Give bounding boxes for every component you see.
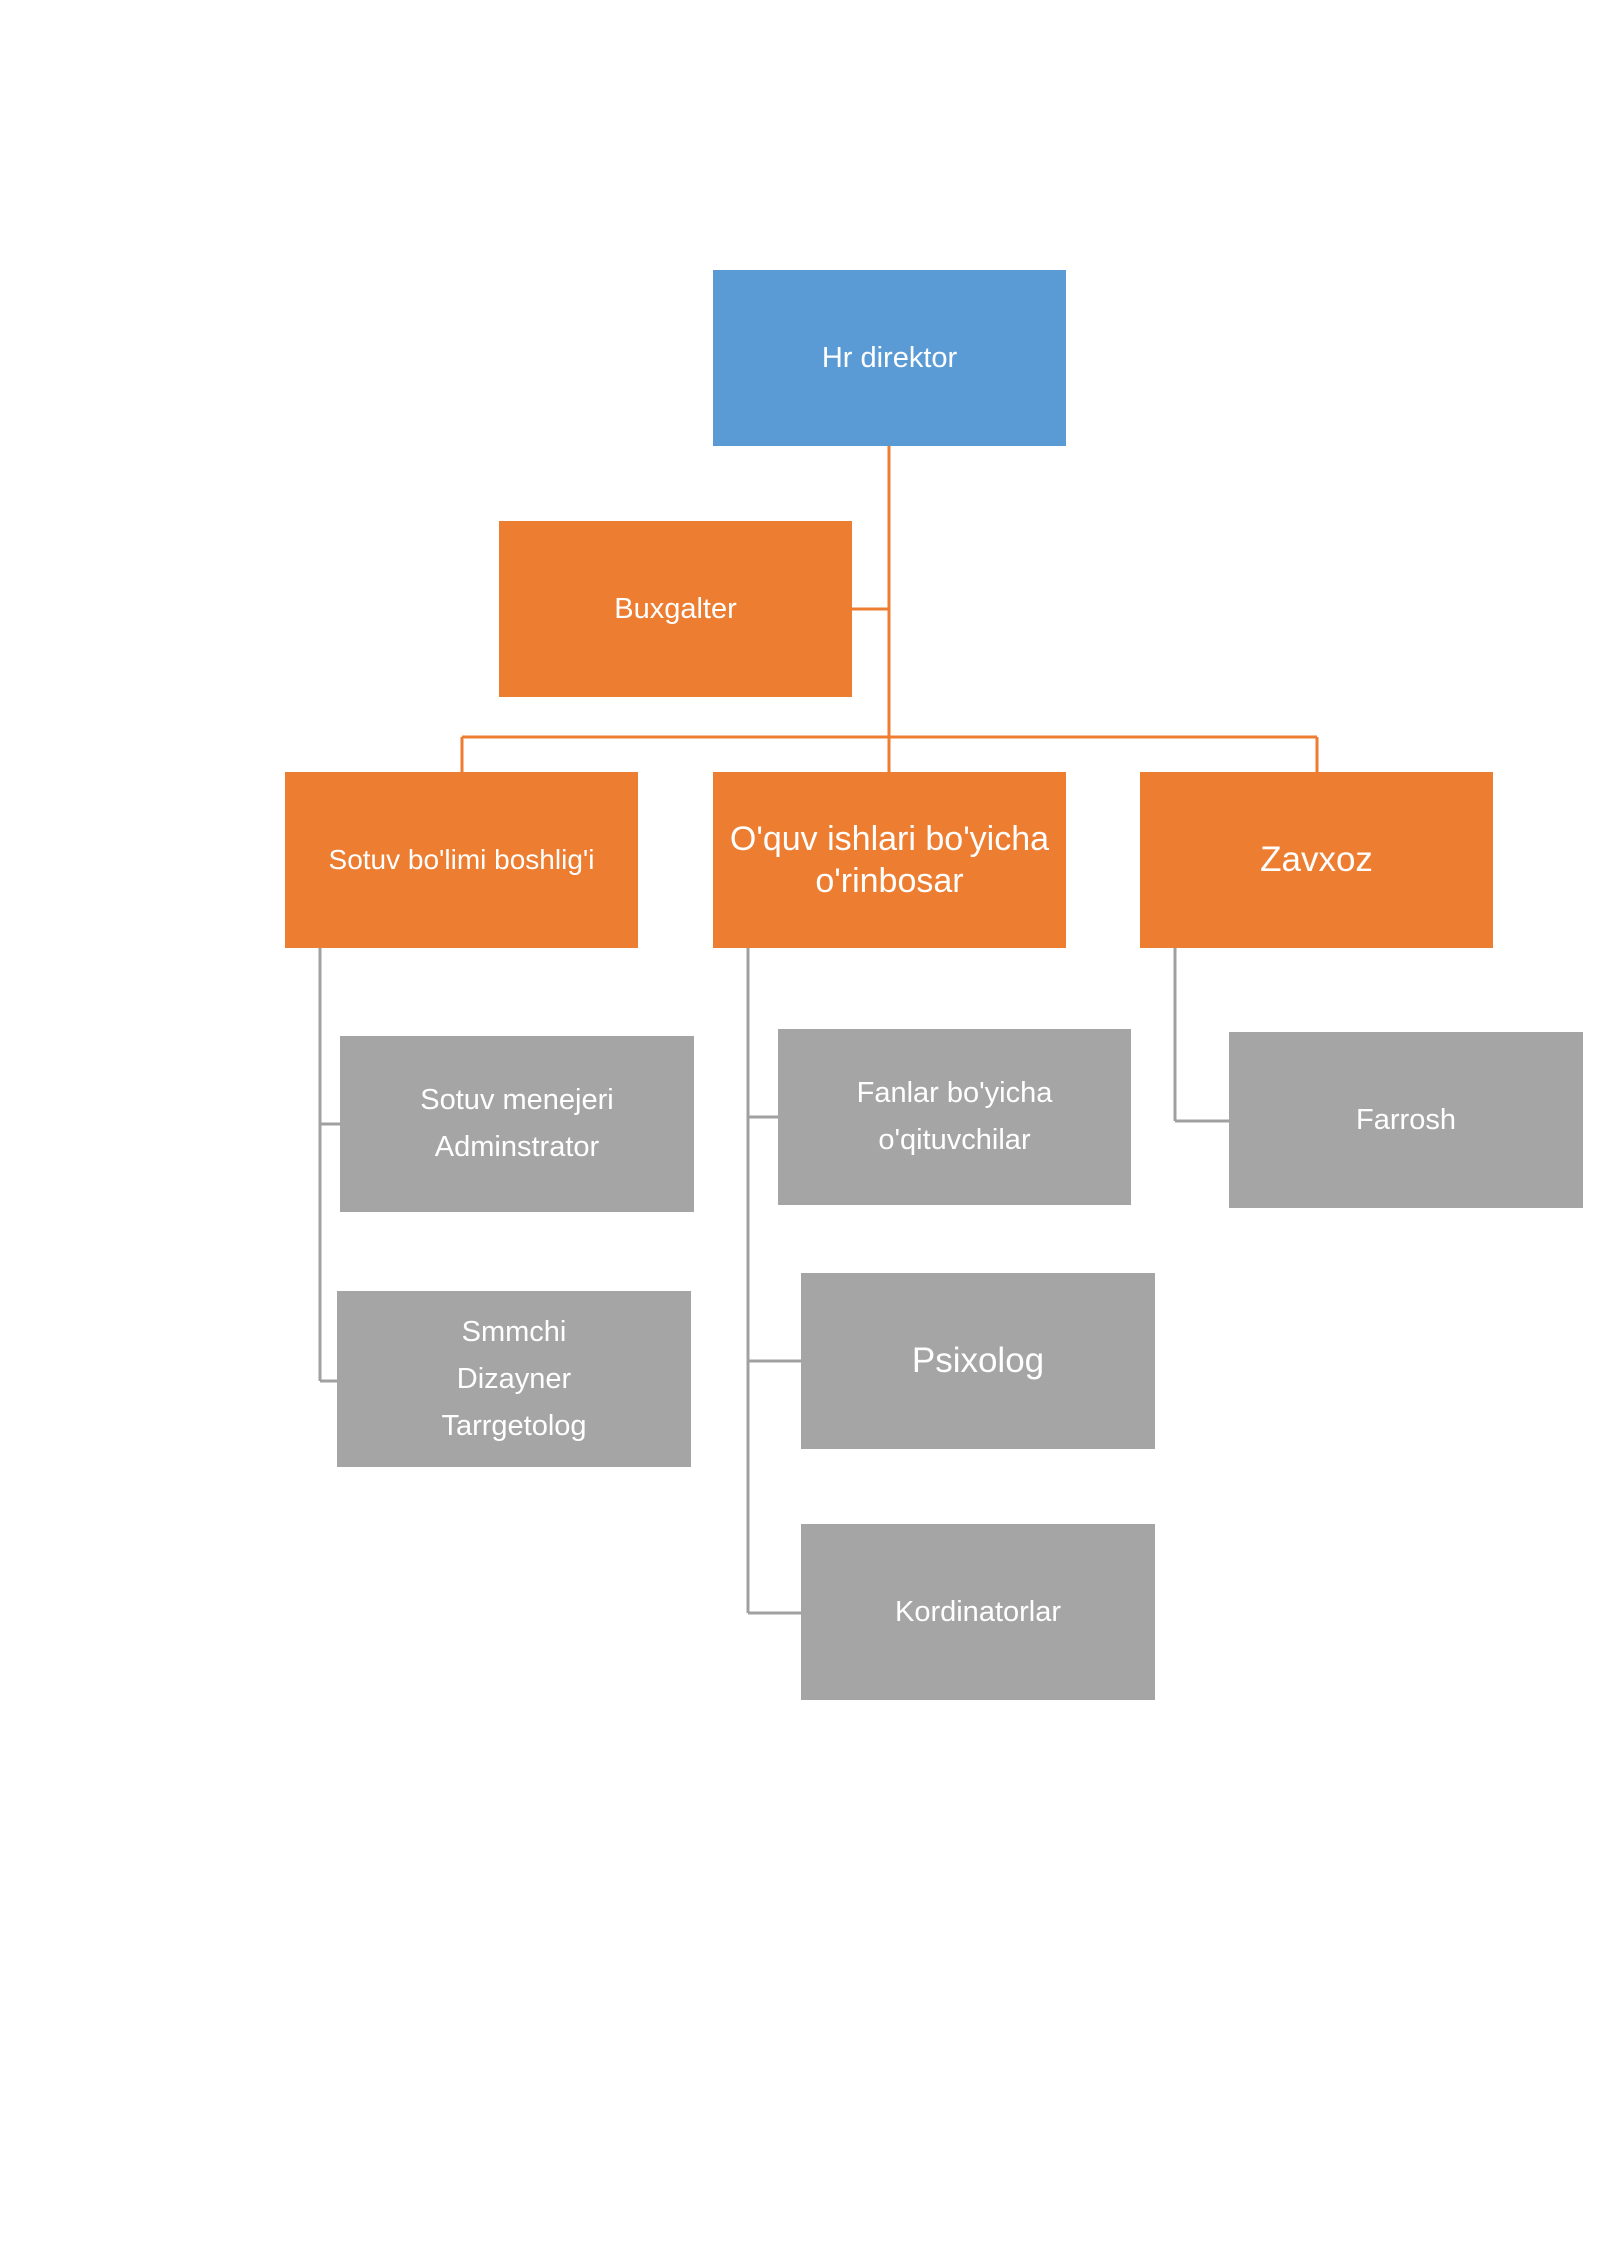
sotuv-bolimi-boshligi-box: Sotuv bo'limi boshlig'i <box>285 772 638 948</box>
farrosh-label: Farrosh <box>1356 1103 1456 1136</box>
sotuv-menejeri-label: Sotuv menejeri <box>420 1084 614 1116</box>
hr-direktor-label: Hr direktor <box>821 341 958 374</box>
manager-connectors <box>460 446 1319 772</box>
kordinatorlar-box: Kordinatorlar <box>801 1524 1155 1700</box>
zavxoz-label: Zavxoz <box>1260 840 1373 879</box>
buxgalter-box: Buxgalter <box>499 521 852 697</box>
buxgalter-label: Buxgalter <box>614 592 737 625</box>
sotuv-bolimi-boshligi-label: Sotuv bo'limi boshlig'i <box>328 844 595 875</box>
hr-direktor-box: Hr direktor <box>713 270 1066 446</box>
tarrgetolog-label: Tarrgetolog <box>441 1409 587 1442</box>
oquv-ishlari-orinbosar-box: O'quv ishlari bo'yicha o'rinbosar <box>713 772 1066 948</box>
psixolog-box: Psixolog <box>801 1273 1155 1449</box>
dizayner-label: Dizayner <box>456 1362 572 1395</box>
fanlar-label-line-2: o'qituvchilar <box>878 1124 1031 1156</box>
farrosh-box: Farrosh <box>1229 1032 1583 1208</box>
fanlar-oqituvchilar-box: Fanlar bo'yicha o'qituvchilar <box>778 1029 1131 1205</box>
adminstrator-label: Adminstrator <box>434 1131 600 1163</box>
fanlar-label-line-1: Fanlar bo'yicha <box>856 1077 1053 1109</box>
kordinatorlar-label: Kordinatorlar <box>894 1595 1062 1628</box>
sotuv-menejeri-box: Sotuv menejeri Adminstrator <box>340 1036 694 1212</box>
smmchi-label: Smmchi <box>461 1315 567 1348</box>
zavxoz-box: Zavxoz <box>1140 772 1493 948</box>
oquv-label-line-2: o'rinbosar <box>815 862 964 900</box>
psixolog-label: Psixolog <box>911 1341 1045 1380</box>
staff-connectors <box>318 948 1229 1615</box>
oquv-label-line-1: O'quv ishlari bo'yicha <box>729 820 1050 858</box>
smmchi-box: Smmchi Dizayner Tarrgetolog <box>337 1291 691 1467</box>
